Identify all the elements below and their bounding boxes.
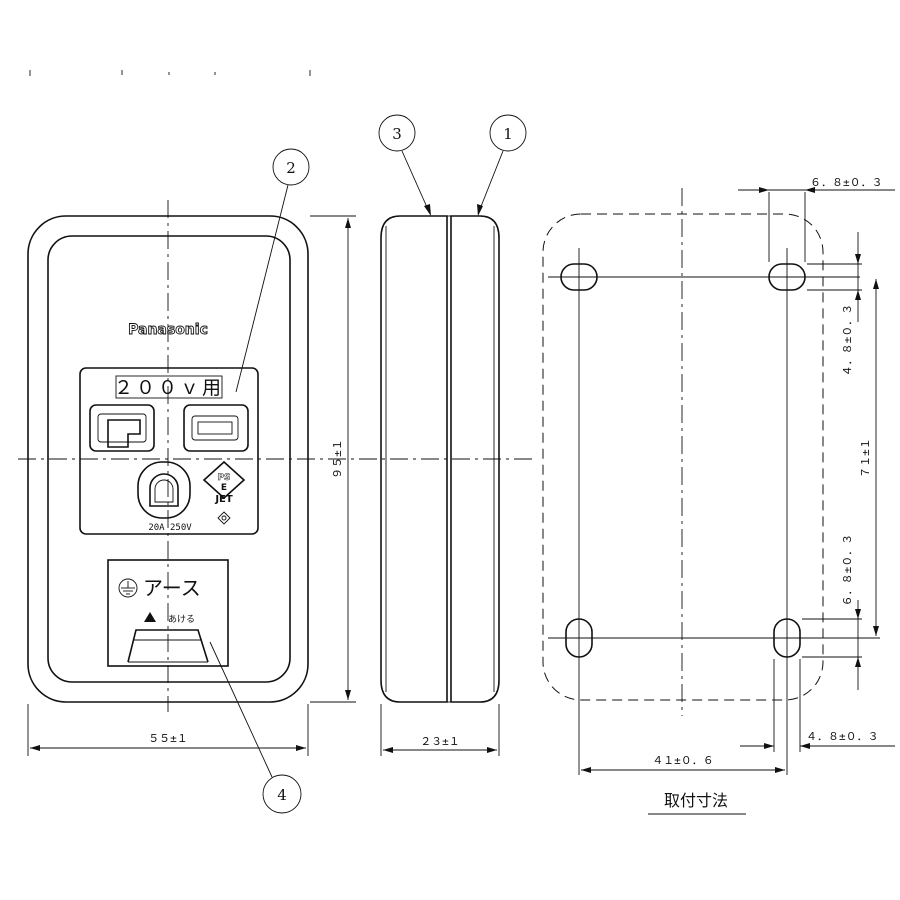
brand-logo: Panasonic: [128, 322, 208, 338]
dim-depth: ２３±１: [420, 735, 460, 748]
svg-text:1: 1: [503, 125, 513, 143]
dim-slot-w-side: ６．８±０．３: [841, 534, 854, 607]
open-label: あける: [168, 614, 195, 625]
voltage-label-box: [115, 375, 223, 399]
ground-hole-icon: [137, 461, 191, 519]
dim-hole-pitch-v: ７１±１: [859, 438, 872, 478]
callout-1: 1: [477, 114, 527, 216]
dim-width: ５５±１: [148, 732, 188, 745]
left-slot-icon: [89, 404, 155, 452]
front-dimensions: ５５±１ ９５±１: [27, 215, 356, 756]
mount-title: 取付寸法: [664, 791, 728, 810]
dim-slot-w-top: ６．８±０．３: [810, 176, 883, 189]
svg-text:4: 4: [277, 786, 287, 804]
svg-text:JET: JET: [214, 494, 233, 505]
side-dimensions: ２３±１: [380, 704, 500, 756]
open-arrow-icon: [144, 612, 156, 622]
earth-symbol-icon: [118, 578, 138, 598]
svg-text:3: 3: [392, 125, 402, 143]
dim-slot-h-bottom: ４．８±０．３: [806, 730, 879, 743]
voltage-label: ２００ｖ用: [114, 377, 224, 399]
pse-mark-icon: PS E JET: [202, 460, 246, 525]
top-tick-marks: [29, 70, 311, 76]
front-view: Panasonic ２００ｖ用 PS E JET: [18, 200, 535, 712]
callout-2: 2: [235, 148, 310, 393]
svg-text:PS: PS: [217, 473, 230, 483]
rating-label: 20A 250V: [148, 523, 192, 533]
side-view: [380, 215, 500, 703]
dim-slot-h-top: ４．８±０．３: [841, 304, 854, 377]
dim-hole-pitch-h: ４１±０．６: [652, 754, 714, 767]
mounting-dimensions: ６．８±０．３ ４．８±０．３ ７１±１ ６．８±０．３ ４．８±０．３ ４１±: [581, 176, 895, 815]
svg-text:E: E: [221, 483, 227, 493]
dim-height: ９５±１: [331, 439, 344, 479]
mounting-view: [542, 188, 880, 775]
earth-label: アース: [143, 576, 201, 600]
svg-text:2: 2: [286, 159, 296, 177]
callout-3: 3: [378, 114, 431, 216]
right-slot-icon: [183, 404, 249, 452]
callout-4: 4: [209, 641, 302, 814]
